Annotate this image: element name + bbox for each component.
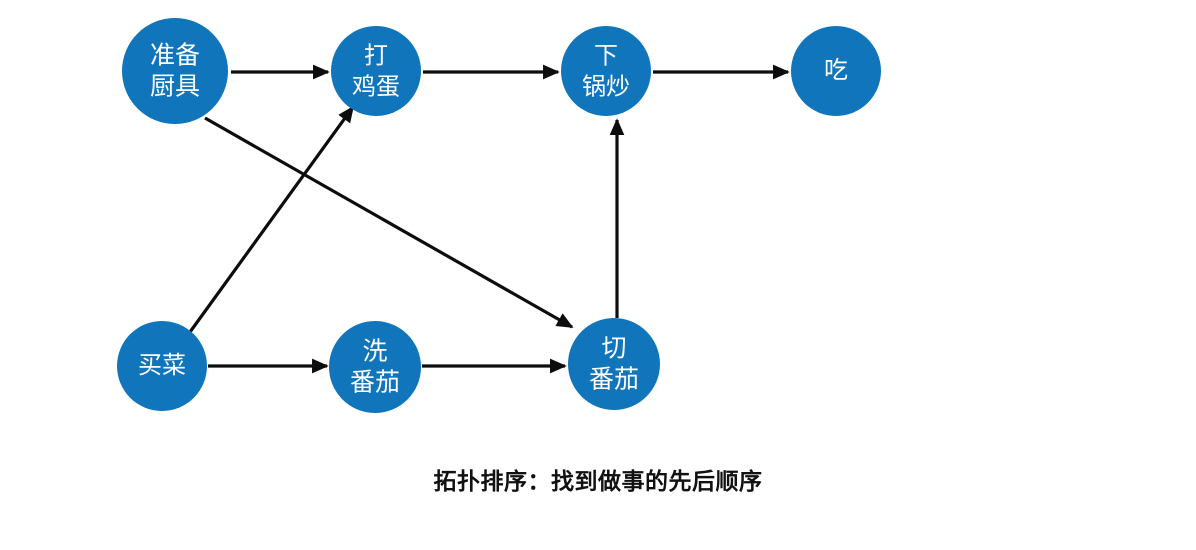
node-stir_fry[interactable]: 下锅炒 (561, 26, 651, 116)
node-label-beat_egg-line1: 打 (364, 42, 388, 70)
diagram-caption: 拓扑排序：找到做事的先后顺序 (433, 469, 763, 495)
node-circle-wash_tomato[interactable] (329, 321, 421, 413)
node-label-wash_tomato-line2: 番茄 (350, 368, 400, 397)
node-beat_egg[interactable]: 打鸡蛋 (331, 26, 421, 116)
node-label-stir_fry-line2: 锅炒 (582, 73, 630, 101)
node-cut_tomato[interactable]: 切番茄 (568, 318, 660, 410)
node-wash_tomato[interactable]: 洗番茄 (329, 321, 421, 413)
node-label-eat-line1: 吃 (824, 56, 848, 84)
node-eat[interactable]: 吃 (791, 26, 881, 116)
edge-prep_tools-to-cut_tomato (204, 116, 574, 329)
node-label-wash_tomato-line1: 洗 (362, 337, 387, 366)
node-label-buy_food-line1: 买菜 (138, 351, 186, 379)
node-circle-eat[interactable] (791, 26, 881, 116)
node-label-prep_tools-line1: 准备 (150, 41, 200, 70)
node-label-prep_tools-line2: 厨具 (150, 72, 200, 101)
nodes-group: 准备厨具打鸡蛋下锅炒吃买菜洗番茄切番茄 (117, 18, 881, 413)
edge-buy_food-to-beat_egg (188, 105, 355, 333)
edges-group (188, 64, 790, 374)
node-circle-stir_fry[interactable] (561, 26, 651, 116)
node-circle-buy_food[interactable] (117, 321, 207, 411)
node-circle-beat_egg[interactable] (331, 26, 421, 116)
node-label-cut_tomato-line2: 番茄 (589, 365, 639, 394)
node-circle-cut_tomato[interactable] (568, 318, 660, 410)
node-label-stir_fry-line1: 下 (594, 42, 618, 70)
node-buy_food[interactable]: 买菜 (117, 321, 207, 411)
node-circle-prep_tools[interactable] (122, 18, 228, 124)
node-label-beat_egg-line2: 鸡蛋 (352, 73, 400, 101)
node-label-cut_tomato-line1: 切 (601, 334, 626, 363)
